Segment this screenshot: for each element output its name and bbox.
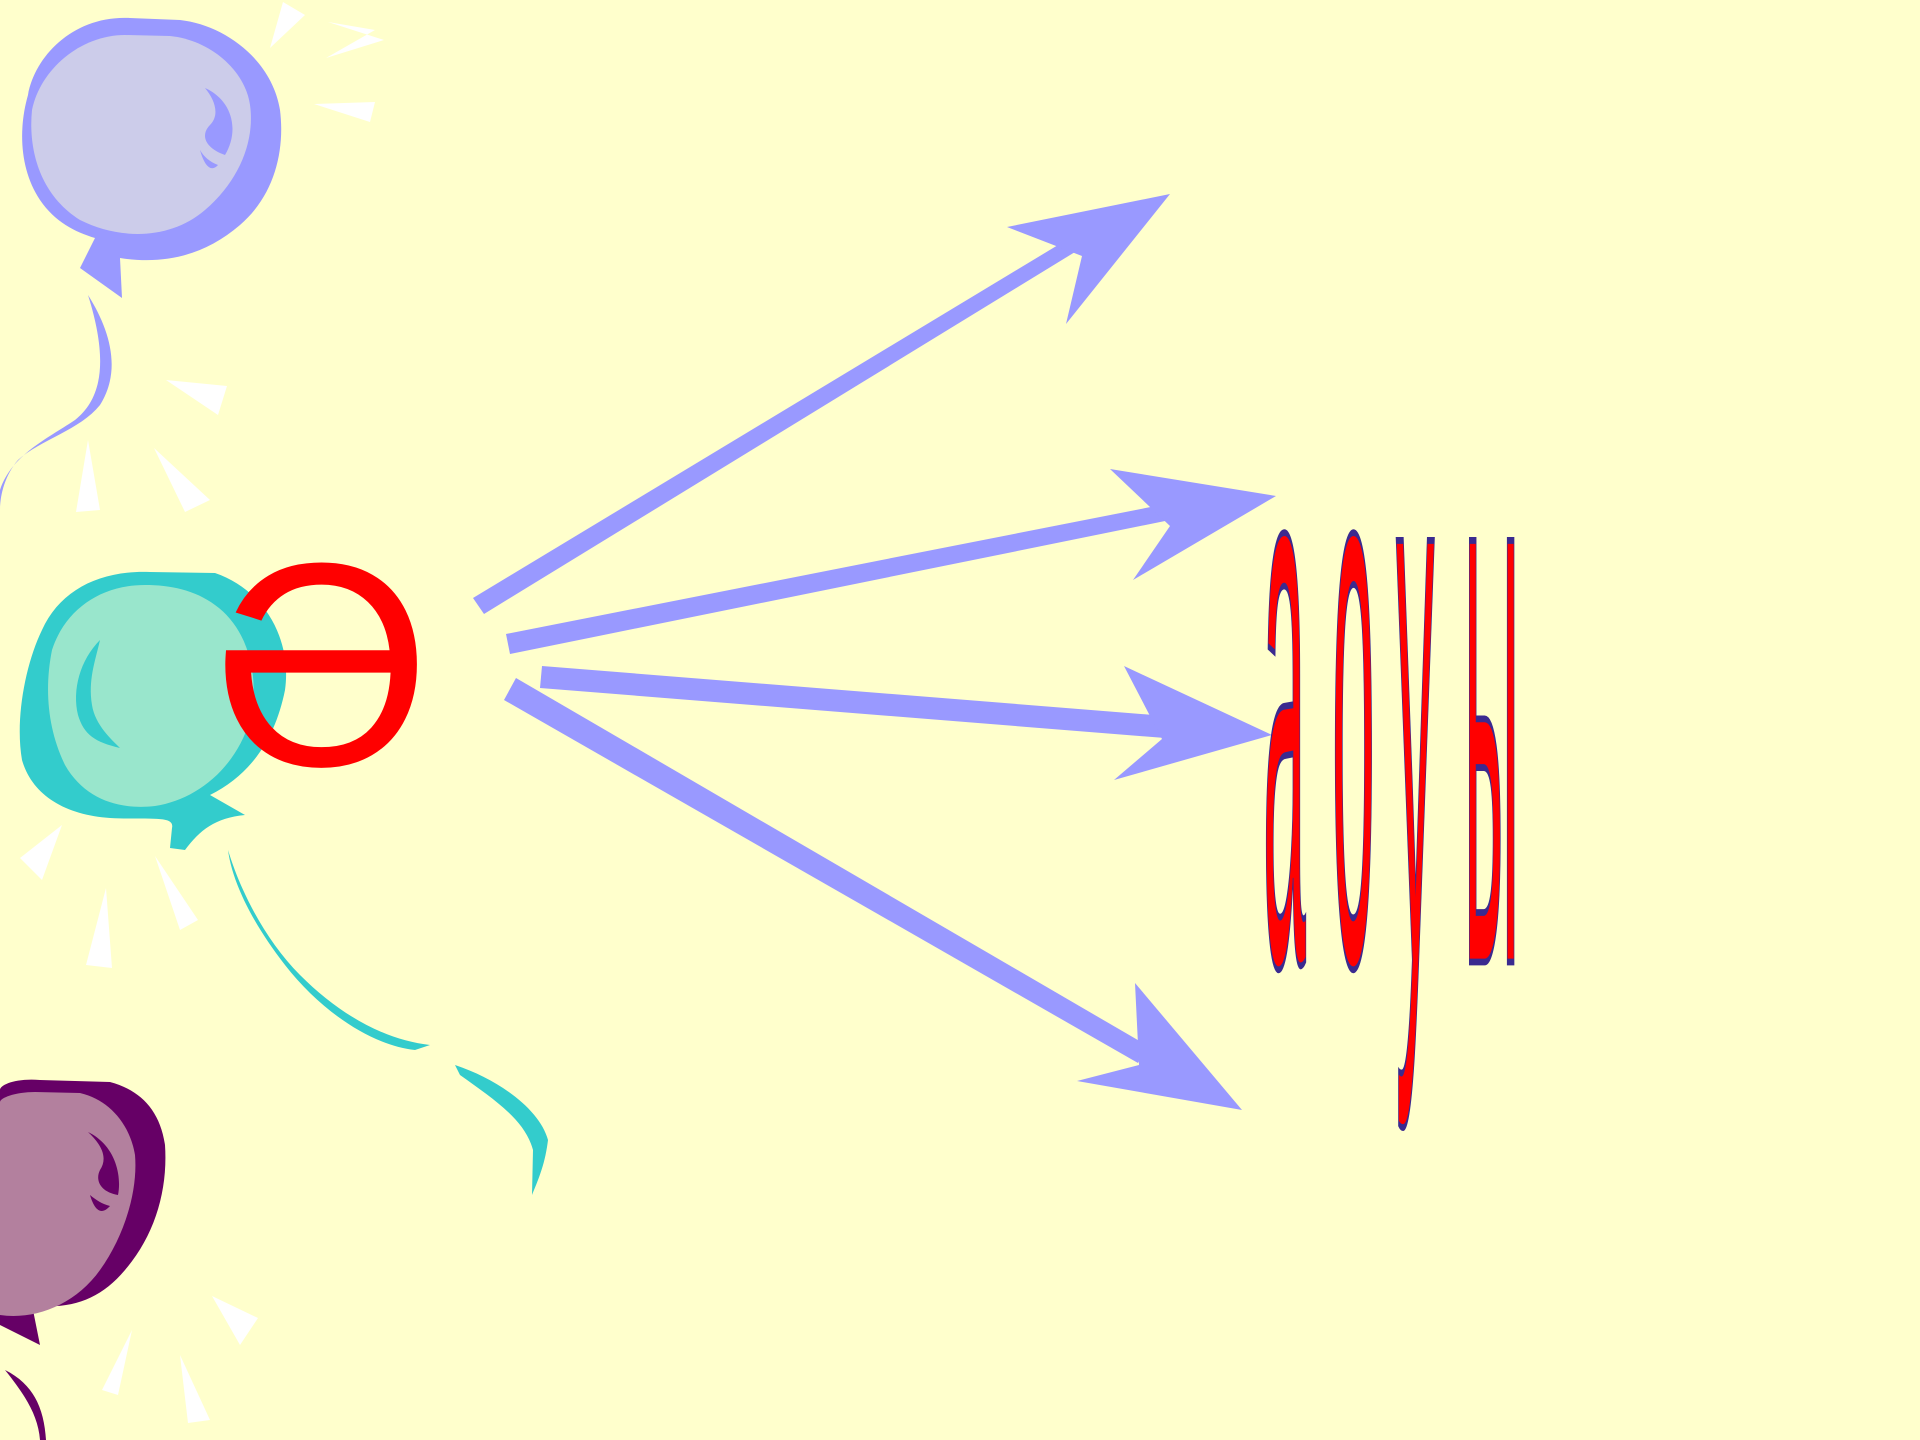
arrow-icon (473, 194, 1276, 1110)
word-letter-4: ы (1464, 241, 1519, 1132)
vertical-word: а о у ы (1262, 240, 1520, 1137)
word-letter-1: а (1263, 241, 1306, 1132)
balloon-purple-icon (0, 1079, 258, 1440)
word-letter-2: о (1332, 241, 1375, 1132)
word-letter-3: у (1396, 241, 1435, 1136)
balloon-lavender-icon (0, 2, 384, 512)
main-letter: Ә (212, 503, 431, 827)
balloon-teal-icon (19, 571, 548, 1195)
